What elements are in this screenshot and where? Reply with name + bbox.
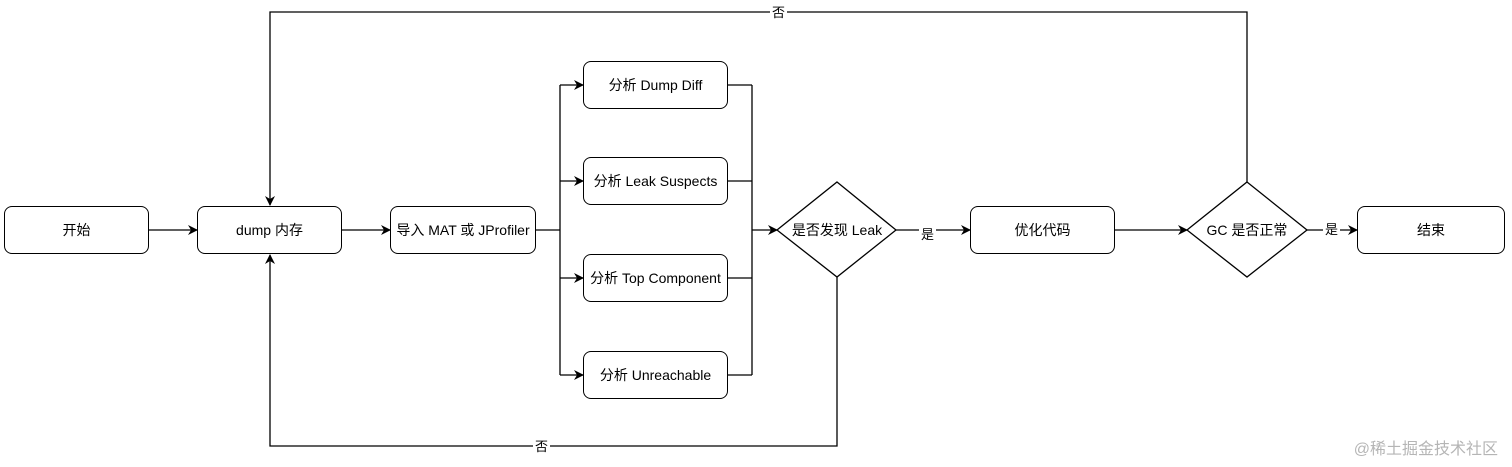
node-analyze-top-component-label: 分析 Top Component <box>590 270 721 286</box>
node-analyze-leak-suspects-label: 分析 Leak Suspects <box>593 173 718 189</box>
node-end-label: 结束 <box>1417 222 1445 238</box>
edge-label-gc-yes: 是 <box>1323 222 1341 238</box>
node-analyze-unreachable: 分析 Unreachable <box>583 351 728 399</box>
node-optimize-code-label: 优化代码 <box>1014 222 1071 238</box>
edge-leak-no <box>265 254 838 447</box>
node-analyze-leak-suspects: 分析 Leak Suspects <box>583 157 728 205</box>
node-import-tool: 导入 MAT 或 JProfiler <box>390 206 536 254</box>
decision-gc-normal-shape <box>1185 181 1309 278</box>
node-analyze-dump-diff-label: 分析 Dump Diff <box>608 77 703 93</box>
node-optimize-code: 优化代码 <box>970 206 1115 254</box>
decision-find-leak-shape <box>775 181 898 278</box>
decision-gc-normal-label: GC 是否正常 <box>1206 222 1288 238</box>
node-start: 开始 <box>4 206 149 254</box>
watermark: @稀土掘金技术社区 <box>1353 441 1498 458</box>
node-start-label: 开始 <box>62 222 91 238</box>
node-import-tool-label: 导入 MAT 或 JProfiler <box>396 222 530 238</box>
node-end: 结束 <box>1357 206 1505 254</box>
node-analyze-unreachable-label: 分析 Unreachable <box>599 367 712 383</box>
edge-label-leak-yes: 是 <box>919 227 937 243</box>
node-analyze-dump-diff: 分析 Dump Diff <box>583 61 728 109</box>
edge-label-leak-no: 否 <box>533 439 551 455</box>
edge-gc-no <box>265 11 1248 206</box>
edge-label-gc-no: 否 <box>770 5 788 21</box>
node-analyze-top-component: 分析 Top Component <box>583 254 728 302</box>
decision-find-leak-label: 是否发现 Leak <box>791 222 883 238</box>
node-dump-memory-label: dump 内存 <box>236 222 303 238</box>
node-dump-memory: dump 内存 <box>197 206 342 254</box>
